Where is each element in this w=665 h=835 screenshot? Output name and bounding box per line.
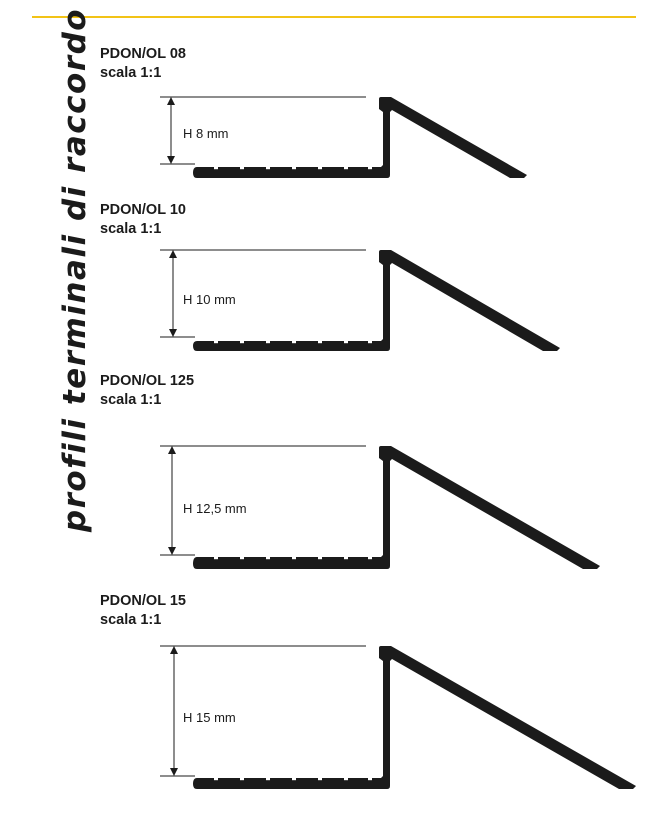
dimension-arrow-down bbox=[168, 547, 176, 555]
serration-notches bbox=[214, 118, 383, 170]
profile-section bbox=[193, 97, 527, 178]
dimension-arrow-down bbox=[167, 156, 175, 164]
dimension-lines bbox=[160, 249, 366, 338]
dimension-lines bbox=[160, 96, 366, 165]
profile-scale: scala 1:1 bbox=[100, 221, 162, 237]
dimension-arrow-up bbox=[169, 250, 177, 258]
profile-section bbox=[193, 646, 636, 789]
dimension-lines bbox=[160, 445, 366, 556]
dimension-arrow-down bbox=[170, 768, 178, 776]
dimension-arrow-up bbox=[167, 97, 175, 105]
profile-code: PDON/OL 08 bbox=[100, 46, 186, 62]
height-label: H 8 mm bbox=[183, 126, 229, 141]
dimension-arrow-down bbox=[169, 329, 177, 337]
height-label: H 10 mm bbox=[183, 292, 236, 307]
serration-notches bbox=[214, 468, 383, 560]
height-label: H 12,5 mm bbox=[183, 501, 247, 516]
profile-code: PDON/OL 10 bbox=[100, 202, 186, 218]
profile-scale: scala 1:1 bbox=[100, 65, 162, 81]
dimension-arrow-up bbox=[170, 646, 178, 654]
profile-code: PDON/OL 15 bbox=[100, 593, 186, 609]
dimension-arrow-up bbox=[168, 446, 176, 454]
top-accent-rule bbox=[32, 16, 636, 18]
serration-notches bbox=[214, 272, 383, 344]
dimension-lines bbox=[160, 645, 366, 777]
profile-scale: scala 1:1 bbox=[100, 392, 162, 408]
profile-code: PDON/OL 125 bbox=[100, 373, 195, 389]
height-label: H 15 mm bbox=[183, 710, 236, 725]
profile-scale: scala 1:1 bbox=[100, 612, 162, 628]
serration-notches bbox=[214, 668, 383, 781]
